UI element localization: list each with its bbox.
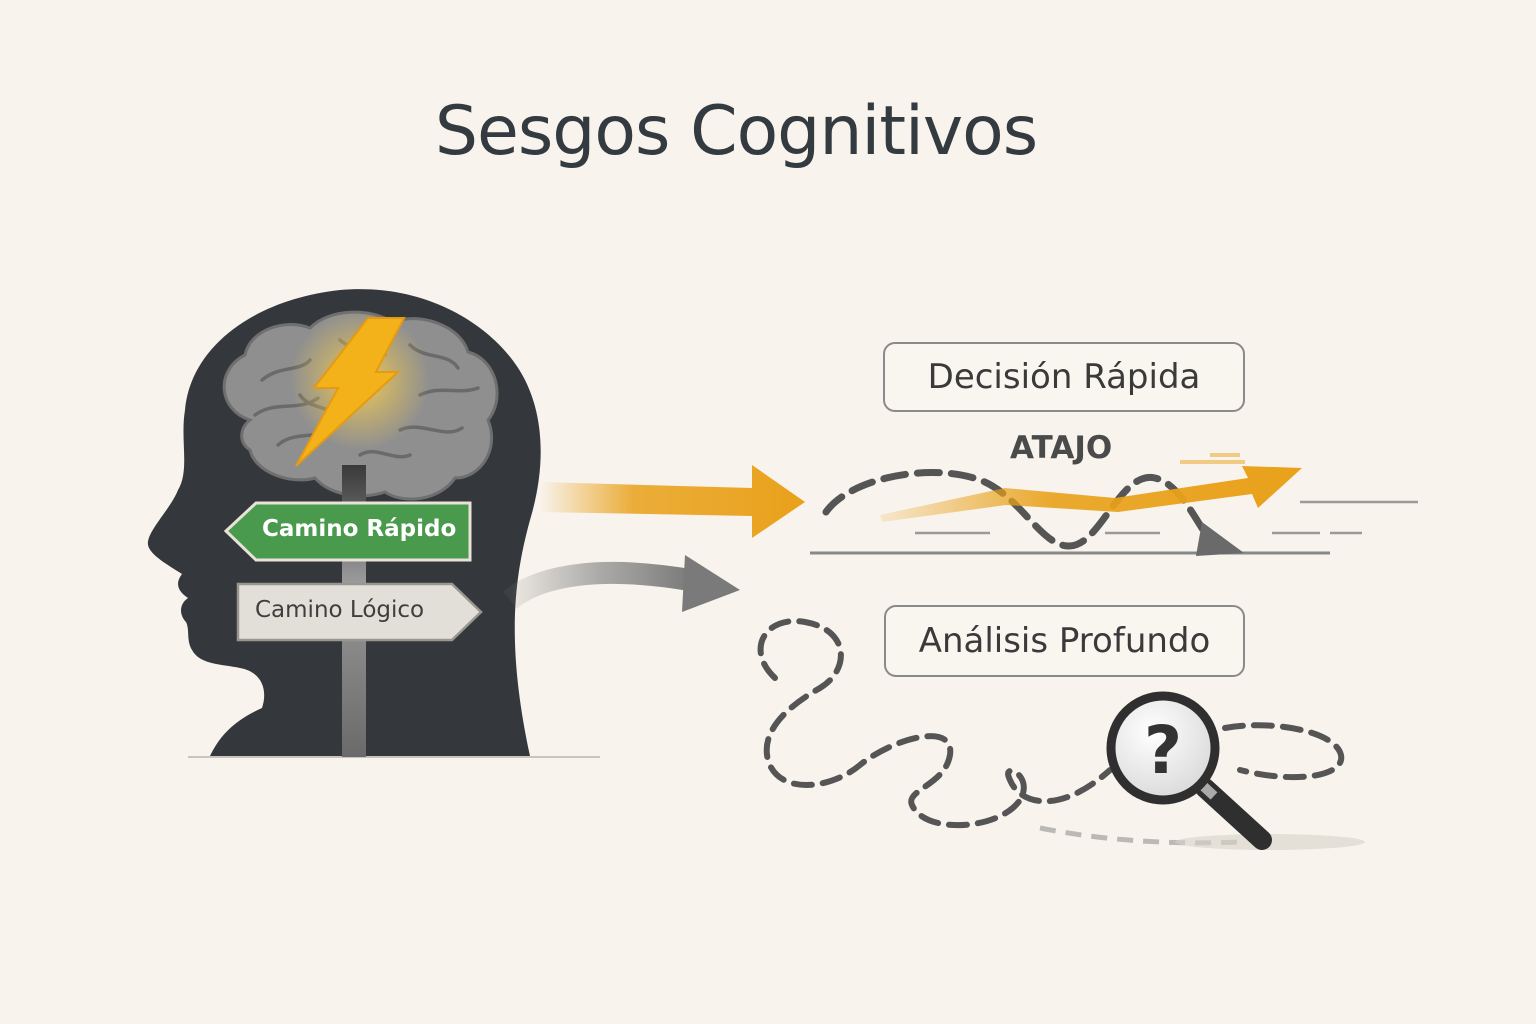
logic-arrow-head <box>682 555 740 612</box>
magnifying-glass-question-icon: ? <box>1106 691 1272 850</box>
wave-arrow-head <box>1196 522 1244 556</box>
lightning-bolt-icon <box>295 317 406 467</box>
fast-decision-label: Decisión Rápida <box>883 342 1245 412</box>
sign-fast-path[interactable] <box>223 501 472 562</box>
shortcut-label: ATAJO <box>1010 430 1113 466</box>
page-title: Sesgos Cognitivos <box>434 92 1038 171</box>
svg-text:?: ? <box>1144 712 1182 789</box>
sign-fast-path-label: Camino Rápido <box>262 516 457 542</box>
deep-analysis-label: Análisis Profundo <box>884 605 1245 677</box>
speed-lines <box>915 500 1418 535</box>
fast-arrow <box>540 465 805 538</box>
dashed-wave-path <box>822 469 1214 550</box>
shortcut-speed <box>1180 453 1245 464</box>
sign-logical-path[interactable] <box>236 582 483 642</box>
shortcut-arrow <box>880 466 1302 522</box>
sign-logical-path-label: Camino Lógico <box>255 597 425 623</box>
dashed-loop-path-tail <box>1222 722 1345 781</box>
dashed-loop-path <box>757 618 1113 828</box>
logic-arrow <box>502 562 692 609</box>
